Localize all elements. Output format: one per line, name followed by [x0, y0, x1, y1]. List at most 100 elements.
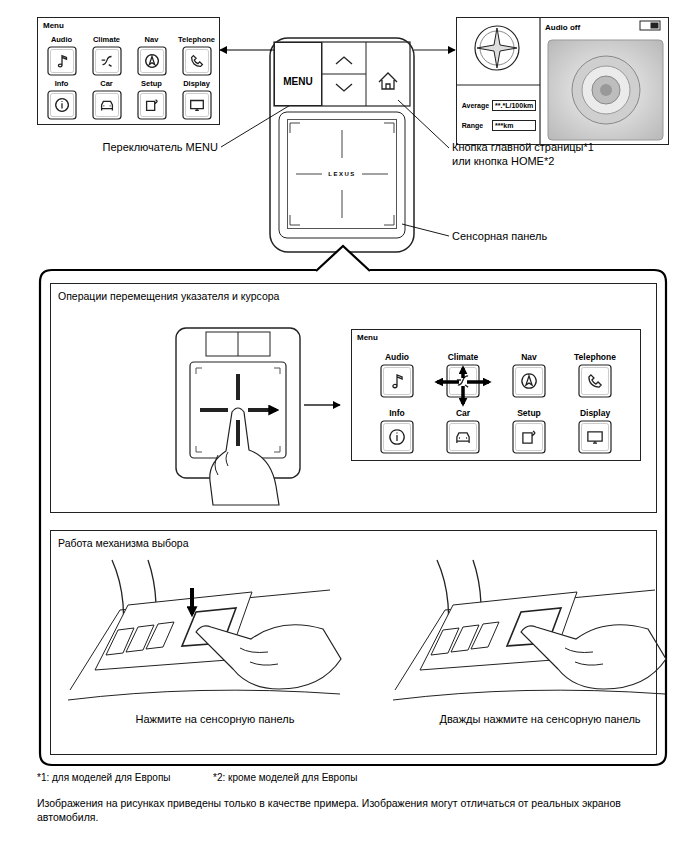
menu-screen: MenuAudioClimateNavTelephoneInfoCarSetup…: [37, 17, 220, 125]
icon-tile: [513, 421, 545, 453]
detail-frame: [40, 270, 666, 765]
home-screen-art: [475, 26, 519, 70]
remote-touch-controller: [290, 123, 394, 225]
icon-tile: [137, 90, 167, 120]
menu-icon: Telephone: [562, 352, 628, 398]
icon-tile: [578, 364, 612, 398]
icon-tile: [140, 50, 163, 73]
callout-label: Кнопка главной страницы*1 или кнопка HOM…: [452, 140, 600, 169]
direction-arrow: [437, 380, 459, 384]
menu-icon: Telephone: [174, 35, 220, 76]
remote-touch-controller: [379, 73, 397, 89]
icon-glyph: [55, 99, 68, 112]
arrow-connector: [220, 50, 274, 51]
section-box: Операции перемещения указателя и курсора…: [50, 283, 657, 513]
menu-icon: Setup: [496, 408, 562, 454]
icon-glyph: [58, 56, 66, 67]
home-screen-art: [651, 23, 658, 28]
icon-glyph: [191, 56, 202, 67]
detail-frame: [40, 246, 666, 765]
icon-tile: [50, 94, 73, 117]
press-arrow: [190, 588, 194, 614]
icon-label: Info: [364, 408, 430, 418]
menu-icon: Car: [430, 408, 496, 454]
screen-title: Audio off: [545, 23, 668, 32]
console-press-art: [68, 690, 340, 700]
touchpad-operation-art: [238, 332, 239, 356]
home-screen-art: [477, 28, 517, 68]
icon-tile: [95, 50, 118, 73]
footnote: *1: для моделей для Европы: [37, 771, 212, 784]
section-heading: Работа механизма выбора: [58, 537, 649, 549]
icon-tile: [137, 46, 167, 76]
direction-arrow: [467, 380, 489, 384]
menu-icon: Display: [562, 408, 628, 454]
icon-label: Display: [562, 408, 628, 418]
icon-tile: [185, 50, 208, 73]
console-press-art: [196, 625, 341, 689]
menu-icon: Info: [364, 408, 430, 454]
icon-tile: [92, 46, 122, 76]
icon-tile: [50, 50, 73, 73]
button-label: MENU: [283, 76, 312, 87]
icon-tile: [384, 368, 411, 395]
icon-tile: [47, 90, 77, 120]
icon-glyph: [393, 375, 402, 388]
icon-tile: [182, 46, 212, 76]
icon-glyph: [523, 431, 535, 443]
touch-pad: LEXUS: [287, 119, 397, 229]
home-screen-art: [456, 84, 540, 85]
menu-button: MENU: [274, 42, 322, 106]
icon-tile: [384, 424, 411, 451]
icon-tile: [93, 47, 121, 75]
icon-label: Setup: [129, 79, 175, 88]
footnote: *2: кроме моделей для Европы: [213, 771, 413, 784]
menu-icon: Climate: [84, 35, 130, 76]
icon-label: Audio: [39, 35, 85, 44]
detail-frame: [316, 246, 370, 271]
icon-glyph: [101, 101, 112, 110]
icon-tile: [138, 47, 166, 75]
touchpad-operation-art: [206, 332, 270, 356]
remote-touch-controller: [270, 38, 414, 252]
icon-glyph: [589, 375, 601, 387]
home-screen-art: [640, 21, 660, 30]
leader-line: [414, 50, 455, 51]
icon-tile: [579, 421, 611, 453]
icon-label: Telephone: [174, 35, 220, 44]
leader-line: [402, 224, 449, 236]
remote-touch-controller: [336, 57, 352, 91]
icon-glyph: [522, 374, 536, 388]
console-press-art: [240, 648, 278, 665]
value-readout: **.*L/100km: [492, 100, 536, 111]
icon-label: Car: [84, 79, 130, 88]
icon-tile: [95, 94, 118, 117]
icon-tile: [450, 424, 477, 451]
icon-glyph: [457, 433, 469, 443]
icon-label: Climate: [430, 352, 496, 362]
field-label: Range: [462, 122, 489, 129]
icon-label: Nav: [496, 352, 562, 362]
remote-touch-controller: [296, 130, 388, 218]
home-screen: Audio offAverage**.*L/100kmRange***km: [456, 17, 669, 145]
menu-icon: Nav: [496, 352, 562, 398]
console-press-art: [68, 560, 341, 700]
icon-tile: [582, 368, 609, 395]
menu-icon: Nav: [129, 35, 175, 76]
home-screen-art: [592, 76, 620, 104]
leader-line: [221, 50, 455, 236]
touchpad-operation-art: [200, 374, 276, 446]
field-label: Average: [462, 102, 489, 109]
icon-tile: [48, 91, 76, 119]
logo-text: LEXUS: [328, 171, 356, 177]
icon-glyph: [588, 432, 602, 443]
icon-tile: [447, 421, 479, 453]
icon-label: Nav: [129, 35, 175, 44]
remote-touch-controller: [274, 42, 410, 106]
home-screen-art: [600, 84, 612, 96]
icon-glyph: [101, 57, 111, 67]
icon-tile: [516, 424, 543, 451]
leader-line: [221, 104, 292, 147]
icon-tile: [512, 420, 546, 454]
